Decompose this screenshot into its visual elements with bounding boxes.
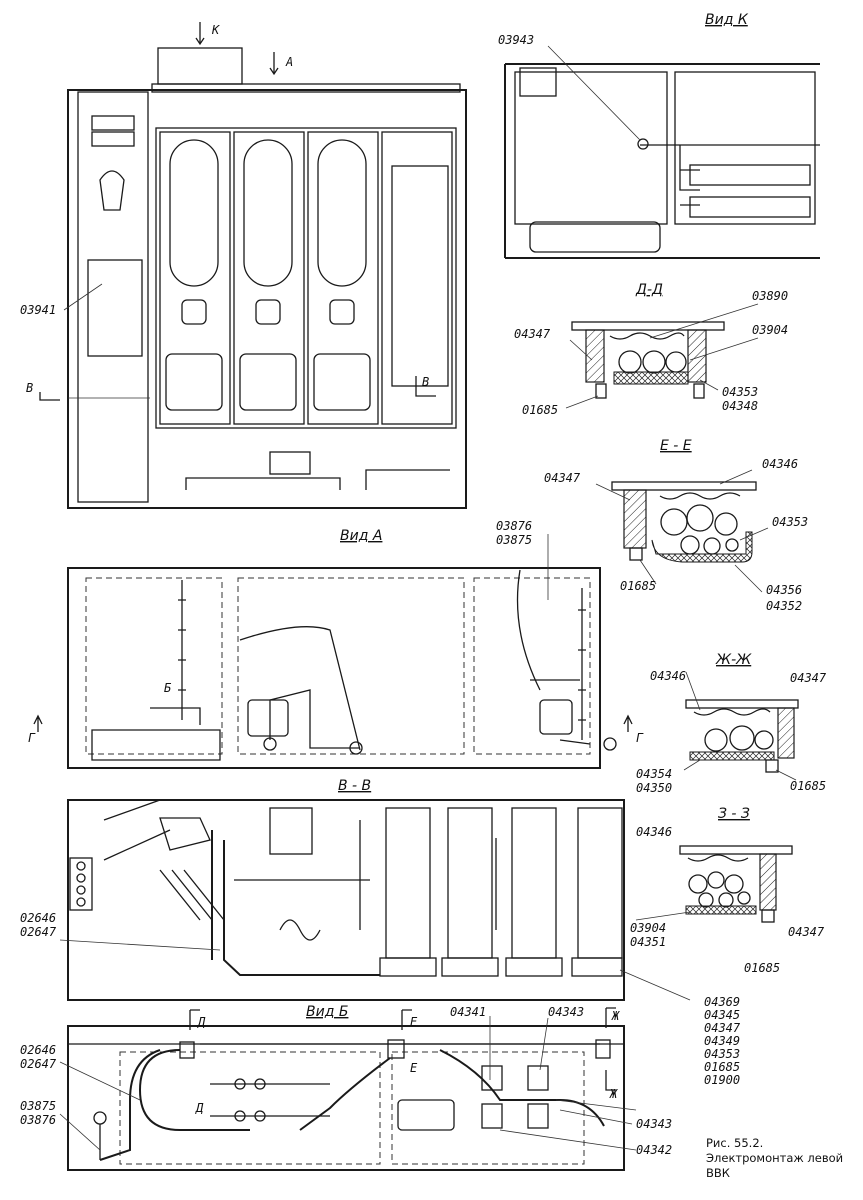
label-04346-ee: 04346 bbox=[762, 457, 798, 471]
label-04353-list: 04353 bbox=[704, 1047, 740, 1061]
marker-v-right: В bbox=[422, 375, 429, 389]
label-04347-zhzh: 04347 bbox=[790, 671, 827, 685]
label-04369-list: 04369 bbox=[704, 995, 740, 1009]
label-04353-dd: 04353 bbox=[722, 385, 758, 399]
label-04347-list: 04347 bbox=[704, 1021, 741, 1035]
caption-line-3: ВВК bbox=[706, 1166, 730, 1180]
label-01685-ee: 01685 bbox=[620, 579, 656, 593]
marker-d-top: Д bbox=[197, 1015, 206, 1029]
marker-a: А bbox=[285, 55, 293, 69]
section-zhzh-title: Ж-Ж bbox=[715, 652, 752, 668]
marker-k: К bbox=[211, 23, 220, 37]
marker-e-bottom: Е bbox=[410, 1061, 418, 1075]
label-04350: 04350 bbox=[636, 781, 672, 795]
section-dd-drawing bbox=[571, 321, 725, 399]
cut-markers bbox=[33, 22, 633, 1091]
marker-e-top: Е bbox=[410, 1015, 418, 1029]
label-01900-list: 01900 bbox=[704, 1073, 740, 1087]
view-k-drawing bbox=[504, 63, 820, 259]
label-03875-b: 03875 bbox=[20, 1099, 56, 1113]
label-04348: 04348 bbox=[722, 399, 758, 413]
label-03875-mid: 03875 bbox=[496, 533, 532, 547]
view-a-title: Вид А bbox=[340, 528, 382, 544]
label-01685-list: 01685 bbox=[704, 1060, 740, 1074]
section-zz-title: З - З bbox=[718, 806, 750, 822]
label-01685-zz: 01685 bbox=[744, 961, 780, 975]
label-04347-dd: 04347 bbox=[514, 327, 551, 341]
label-04343-top: 04343 bbox=[548, 1005, 584, 1019]
caption-line-1: Рис. 55.2. bbox=[706, 1136, 764, 1150]
label-03890: 03890 bbox=[752, 289, 788, 303]
marker-zh-top: Ж bbox=[611, 1009, 620, 1023]
label-03876-mid: 03876 bbox=[496, 519, 532, 533]
figure-caption: Рис. 55.2. Электромонтаж левой ВВК bbox=[706, 1136, 858, 1181]
label-04341: 04341 bbox=[450, 1005, 486, 1019]
section-vv-drawing bbox=[67, 799, 625, 1001]
label-03876-b: 03876 bbox=[20, 1113, 56, 1127]
leader-lines bbox=[59, 45, 797, 1151]
marker-zh-bottom: Ж bbox=[609, 1087, 618, 1101]
label-03904-dd: 03904 bbox=[752, 323, 788, 337]
label-03904-zz: 03904 bbox=[630, 921, 666, 935]
marker-v-left: В bbox=[26, 381, 33, 395]
view-b-title: Вид Б bbox=[306, 1004, 348, 1020]
label-02646-b: 02646 bbox=[20, 1043, 56, 1057]
label-04343-bottom: 04343 bbox=[636, 1117, 672, 1131]
section-dd-title: Д-Д bbox=[635, 282, 663, 298]
marker-g-left: Г bbox=[28, 731, 36, 745]
label-01685-zhzh: 01685 bbox=[790, 779, 826, 793]
label-04349-list: 04349 bbox=[704, 1034, 740, 1048]
label-04347-zz: 04347 bbox=[788, 925, 825, 939]
label-04351: 04351 bbox=[630, 935, 666, 949]
section-ee-drawing bbox=[611, 481, 757, 563]
caption-line-2: Электромонтаж левой bbox=[706, 1151, 844, 1165]
view-a-drawing bbox=[67, 47, 467, 509]
label-02646-vv: 02646 bbox=[20, 911, 56, 925]
label-04354: 04354 bbox=[636, 767, 672, 781]
marker-g-right: Г bbox=[636, 731, 644, 745]
view-b-drawing bbox=[67, 1025, 625, 1171]
label-04342: 04342 bbox=[636, 1143, 672, 1157]
label-04346-zhzh: 04346 bbox=[650, 669, 686, 683]
label-04345-list: 04345 bbox=[704, 1008, 740, 1022]
section-zhzh-drawing bbox=[685, 699, 799, 773]
section-vv-title: В - В bbox=[338, 778, 371, 794]
label-04353-ee: 04353 bbox=[772, 515, 808, 529]
label-03941: 03941 bbox=[20, 303, 56, 317]
marker-d-bottom: Д bbox=[195, 1101, 204, 1115]
plan-gg-drawing bbox=[67, 567, 617, 769]
label-04347-ee: 04347 bbox=[544, 471, 581, 485]
label-03943: 03943 bbox=[498, 33, 534, 47]
label-04352: 04352 bbox=[766, 599, 802, 613]
section-ee-title: Е - Е bbox=[660, 438, 692, 454]
label-01685-dd: 01685 bbox=[522, 403, 558, 417]
label-02647-b: 02647 bbox=[20, 1057, 57, 1071]
marker-b: Б bbox=[164, 681, 172, 695]
view-k-title: Вид К bbox=[705, 12, 749, 28]
label-04356: 04356 bbox=[766, 583, 802, 597]
section-zz-drawing bbox=[679, 845, 793, 923]
label-04346-zz: 04346 bbox=[636, 825, 672, 839]
label-02647-vv: 02647 bbox=[20, 925, 57, 939]
